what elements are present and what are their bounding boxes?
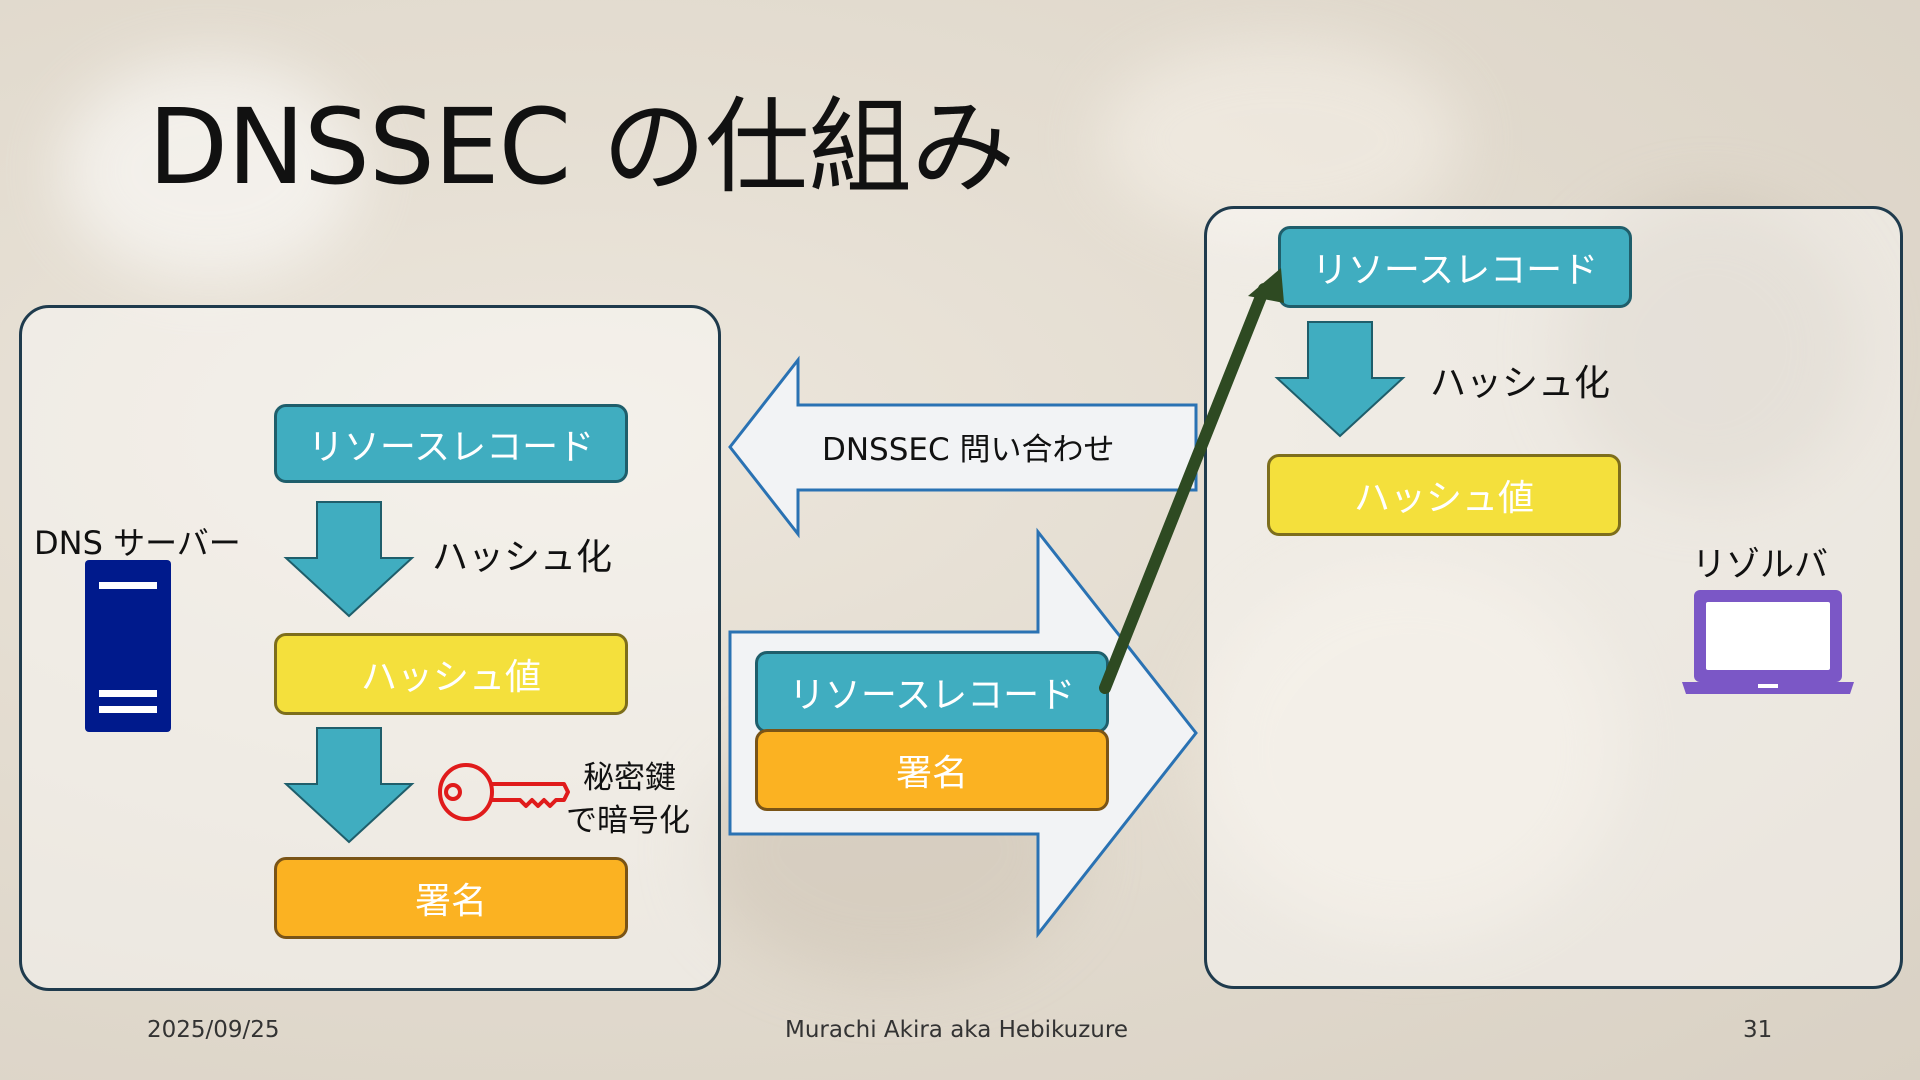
key-icon (438, 763, 570, 821)
response-signature: 署名 (755, 729, 1109, 811)
server-hash-arrow (283, 501, 415, 618)
server-resource-record: リソースレコード (274, 404, 628, 483)
page-number: 31 (1743, 1017, 1773, 1043)
response-resource-record: リソースレコード (755, 651, 1109, 733)
server-icon (85, 560, 171, 732)
background-blob (1200, 560, 1620, 940)
encrypt-label-line1: 秘密鍵 (583, 760, 676, 796)
resolver-hash-step-label: ハッシュ化 (1430, 363, 1611, 404)
dns-server-label: DNS サーバー (34, 524, 241, 562)
resolver-hash-arrow (1274, 321, 1406, 438)
footer-author: Murachi Akira aka Hebikuzure (785, 1017, 1128, 1043)
laptop-icon (1682, 590, 1854, 694)
resolver-hash-value: ハッシュ値 (1267, 454, 1621, 536)
resolver-label: リゾルバ (1692, 545, 1828, 585)
server-encrypt-arrow (283, 727, 415, 844)
encrypt-label-line2: で暗号化 (566, 803, 690, 839)
server-hash-value: ハッシュ値 (274, 633, 628, 715)
server-signature: 署名 (274, 857, 628, 939)
query-arrow-label: DNSSEC 問い合わせ (822, 432, 1115, 468)
slide-title: DNSSEC の仕組み (148, 86, 1015, 208)
server-hash-step-label: ハッシュ化 (432, 537, 613, 578)
footer-date: 2025/09/25 (147, 1017, 280, 1043)
background-blob (60, 60, 360, 280)
query-arrow (728, 355, 1198, 539)
resolver-resource-record: リソースレコード (1278, 226, 1632, 308)
